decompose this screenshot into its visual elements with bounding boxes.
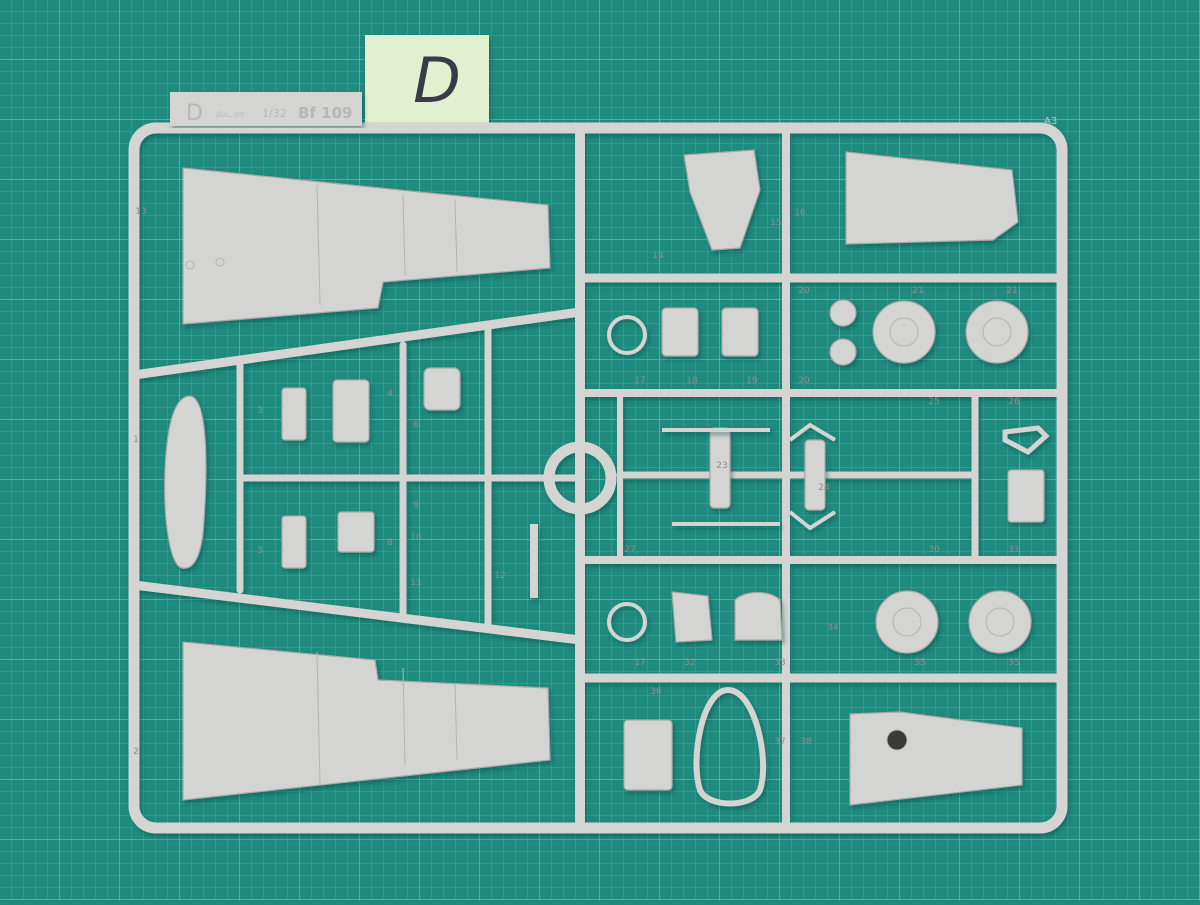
part-gear-panel-32 bbox=[671, 591, 713, 643]
part-cowl-upper bbox=[845, 151, 1019, 245]
part-number: 13 bbox=[135, 207, 146, 217]
part-strut-26 bbox=[1002, 425, 1050, 456]
part-number: 4 bbox=[387, 389, 393, 399]
part-wheel-35b bbox=[968, 590, 1032, 654]
part-seat-back-33 bbox=[734, 591, 783, 641]
part-number: 35 bbox=[1008, 658, 1019, 668]
part-number: 20 bbox=[798, 286, 810, 296]
part-seat-19 bbox=[721, 307, 759, 357]
part-number: 2 bbox=[133, 747, 139, 757]
part-number: 3 bbox=[257, 546, 263, 556]
part-wing-lower bbox=[182, 641, 551, 801]
part-number: 38 bbox=[800, 737, 812, 747]
part-box-6 bbox=[423, 367, 461, 411]
part-number: 37 bbox=[774, 737, 785, 747]
part-number: 36 bbox=[650, 687, 662, 697]
tab-letter: D bbox=[186, 101, 203, 126]
part-number: 24 bbox=[818, 483, 830, 493]
part-panel-3b bbox=[281, 515, 307, 569]
part-number: 11 bbox=[410, 578, 421, 588]
part-number: 35 bbox=[914, 658, 925, 668]
part-number: 25 bbox=[928, 397, 939, 407]
part-link-bracket bbox=[788, 422, 837, 442]
sprue-outer-frame bbox=[128, 122, 1068, 834]
tab-script: ஸ்ட்ரா bbox=[215, 109, 245, 120]
tab-model: Bf 109 bbox=[298, 104, 353, 122]
part-hub-20a bbox=[829, 299, 857, 327]
part-number: 14 bbox=[652, 251, 664, 261]
part-block-4 bbox=[332, 379, 370, 443]
part-wing-upper bbox=[182, 167, 551, 325]
part-box-36 bbox=[623, 719, 673, 791]
part-drop-tank bbox=[164, 395, 207, 569]
part-number: 31 bbox=[1008, 545, 1019, 555]
part-wheel-35a bbox=[875, 590, 939, 654]
part-number: 18 bbox=[686, 376, 698, 386]
note-letter: D bbox=[413, 44, 461, 117]
part-number: 8 bbox=[387, 538, 393, 548]
part-number: 32 bbox=[684, 658, 695, 668]
part-number: 1 bbox=[133, 435, 139, 445]
part-number: 6 bbox=[413, 420, 419, 430]
sprue-runner-diag-top bbox=[129, 307, 585, 380]
part-number: 20 bbox=[798, 376, 810, 386]
part-number: 3 bbox=[257, 406, 263, 416]
part-number: 26 bbox=[1008, 397, 1020, 407]
part-number: 34 bbox=[827, 623, 839, 633]
part-number: 15 bbox=[770, 218, 781, 228]
part-number: 23 bbox=[716, 461, 727, 471]
part-canopy-frame bbox=[693, 686, 767, 807]
part-number: 12 bbox=[494, 571, 505, 581]
part-number: 19 bbox=[746, 376, 758, 386]
part-fitting-31 bbox=[1007, 469, 1045, 523]
part-hub-20b bbox=[829, 338, 857, 366]
sprue-center-ring bbox=[543, 441, 617, 515]
sprue-runner-diag-bottom bbox=[129, 580, 585, 645]
part-gun-24 bbox=[804, 439, 826, 511]
part-number: 17 bbox=[634, 376, 645, 386]
part-seat-18 bbox=[661, 307, 699, 357]
part-steering-wheel-17a bbox=[607, 315, 647, 355]
part-number: 10 bbox=[410, 533, 422, 543]
part-panel-3a bbox=[281, 387, 307, 441]
tab-scale: 1/32 bbox=[262, 107, 287, 120]
part-block-8 bbox=[337, 511, 375, 553]
part-number: 21 bbox=[1006, 286, 1017, 296]
paper-note: D bbox=[365, 35, 489, 125]
part-number: 17 bbox=[634, 658, 645, 668]
part-number: 27 bbox=[624, 545, 635, 555]
part-instrument-panel bbox=[683, 149, 761, 251]
corner-code: A3 bbox=[1044, 116, 1057, 127]
part-wheel-21b bbox=[965, 300, 1029, 364]
part-number: 30 bbox=[928, 545, 940, 555]
sprue-id-tab: D ஸ்ட்ரா 1/32 Bf 109 bbox=[170, 92, 362, 126]
part-wheel-21a bbox=[872, 300, 936, 364]
part-link-bracket-b bbox=[788, 510, 837, 531]
part-number: 16 bbox=[794, 208, 806, 218]
part-number: 33 bbox=[774, 658, 785, 668]
part-number: 9 bbox=[413, 501, 419, 511]
part-number: 21 bbox=[912, 286, 923, 296]
part-steering-wheel-17b bbox=[607, 602, 647, 642]
